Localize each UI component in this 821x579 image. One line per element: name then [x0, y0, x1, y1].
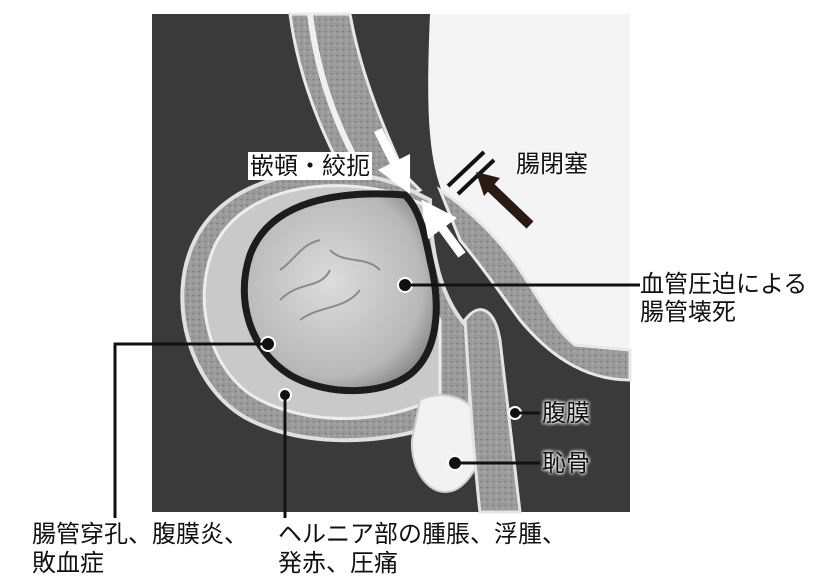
label-necrosis-line1: 血管圧迫による — [640, 270, 807, 298]
label-pubis: 恥骨 — [542, 449, 590, 477]
label-necrosis-line2: 腸管壊死 — [640, 298, 736, 326]
label-perforation-line1: 腸管穿孔、腹膜炎、 — [32, 520, 248, 548]
label-peritoneum: 腹膜 — [542, 399, 590, 427]
label-obstruction: 腸閉塞 — [516, 150, 588, 178]
label-incarceration: 嵌頓・絞扼 — [248, 152, 372, 180]
label-hernia-line1: ヘルニア部の腫脹、浮腫、 — [278, 520, 566, 548]
label-perforation-line2: 敗血症 — [32, 549, 104, 577]
label-hernia-line2: 発赤、圧痛 — [278, 549, 398, 577]
